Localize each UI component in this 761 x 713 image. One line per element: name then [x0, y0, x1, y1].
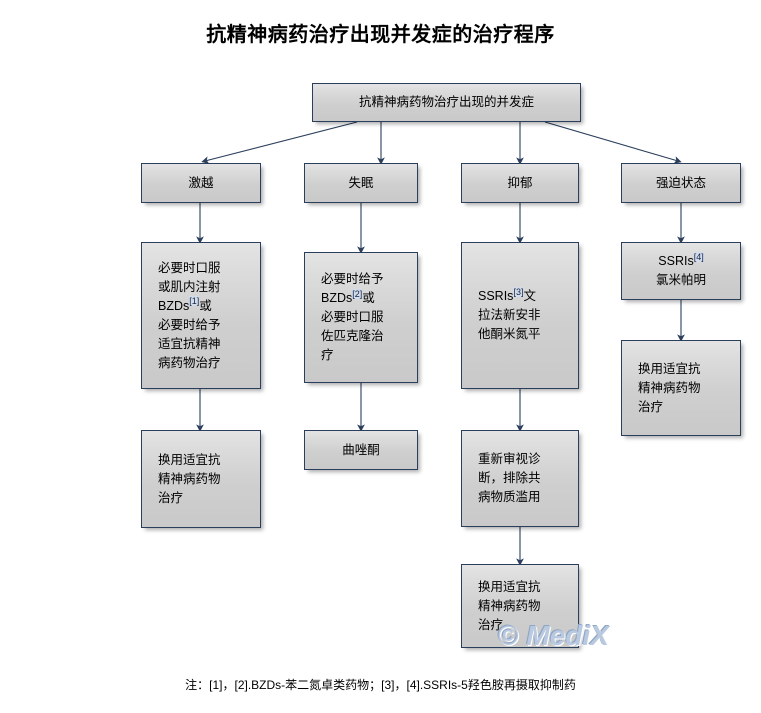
node-label: 必要时口服 或肌内注射 BZDs[1]或 必要时给予 适宜抗精神 病药物治疗 [158, 260, 221, 370]
footnote-reference[interactable]: [1] [189, 296, 200, 307]
node-label: 强迫状态 [655, 175, 706, 190]
node-label: 抑郁 [507, 175, 533, 190]
node-insomnia-step-1[interactable]: 必要时给予 BZDs[2]或 必要时口服 佐匹克隆治 疗 [304, 252, 418, 383]
node-branch-heading-insomnia[interactable]: 失眠 [304, 163, 418, 203]
node-label: 换用适宜抗 精神病药物 治疗 [638, 361, 701, 414]
node-ocd-step-2[interactable]: 换用适宜抗 精神病药物 治疗 [621, 340, 741, 436]
node-agitation-step-2[interactable]: 换用适宜抗 精神病药物 治疗 [141, 430, 261, 528]
node-label: 激越 [188, 175, 214, 190]
node-insomnia-step-2[interactable]: 曲唑酮 [304, 430, 418, 470]
node-root-label: 抗精神病药物治疗出现的并发症 [358, 95, 534, 109]
footnote-reference[interactable]: [2] [352, 288, 363, 299]
copyright-icon: © [498, 620, 519, 651]
edge-root-to-agitation [201, 121, 358, 164]
node-depression-step-1[interactable]: SSRIs[3]文 拉法新安非 他酮米氮平 [461, 242, 579, 389]
node-label: SSRIs[3]文 拉法新安非 他酮米氮平 [478, 286, 541, 341]
page-title: 抗精神病药治疗出现并发症的治疗程序 [206, 24, 555, 46]
edge-root-to-ocd [544, 121, 682, 164]
node-root[interactable]: 抗精神病药物治疗出现的并发症 [312, 83, 581, 122]
watermark: © MediX [498, 620, 609, 652]
node-label: 换用适宜抗 精神病药物 治疗 [158, 452, 221, 505]
watermark-text: MediX [526, 620, 609, 651]
node-depression-step-2[interactable]: 重新审视诊 断，排除共 病物质滥用 [461, 430, 579, 527]
node-label: 失眠 [348, 175, 374, 190]
node-label: 必要时给予 BZDs[2]或 必要时口服 佐匹克隆治 疗 [321, 272, 384, 362]
footnote: 注：[1]，[2].BZDs-苯二氮卓类药物；[3]，[4].SSRIs-5羟色… [185, 678, 576, 692]
node-depression-step-3[interactable]: 换用适宜抗 精神病药物 治疗 [461, 564, 579, 648]
node-agitation-step-1[interactable]: 必要时口服 或肌内注射 BZDs[1]或 必要时给予 适宜抗精神 病药物治疗 [141, 242, 261, 389]
footnote-reference[interactable]: [3] [513, 286, 524, 297]
node-label: 换用适宜抗 精神病药物 治疗 [478, 579, 541, 632]
node-branch-heading-ocd[interactable]: 强迫状态 [621, 163, 741, 203]
node-label: 曲唑酮 [342, 442, 380, 457]
node-label: 重新审视诊 断，排除共 病物质滥用 [478, 452, 541, 504]
node-ocd-step-1[interactable]: SSRIs[4] 氯米帕明 [621, 242, 741, 300]
node-branch-heading-agitation[interactable]: 激越 [141, 163, 261, 203]
node-label: SSRIs[4] 氯米帕明 [655, 251, 706, 287]
node-branch-heading-depression[interactable]: 抑郁 [461, 163, 579, 203]
footnote-reference[interactable]: [4] [693, 251, 704, 262]
